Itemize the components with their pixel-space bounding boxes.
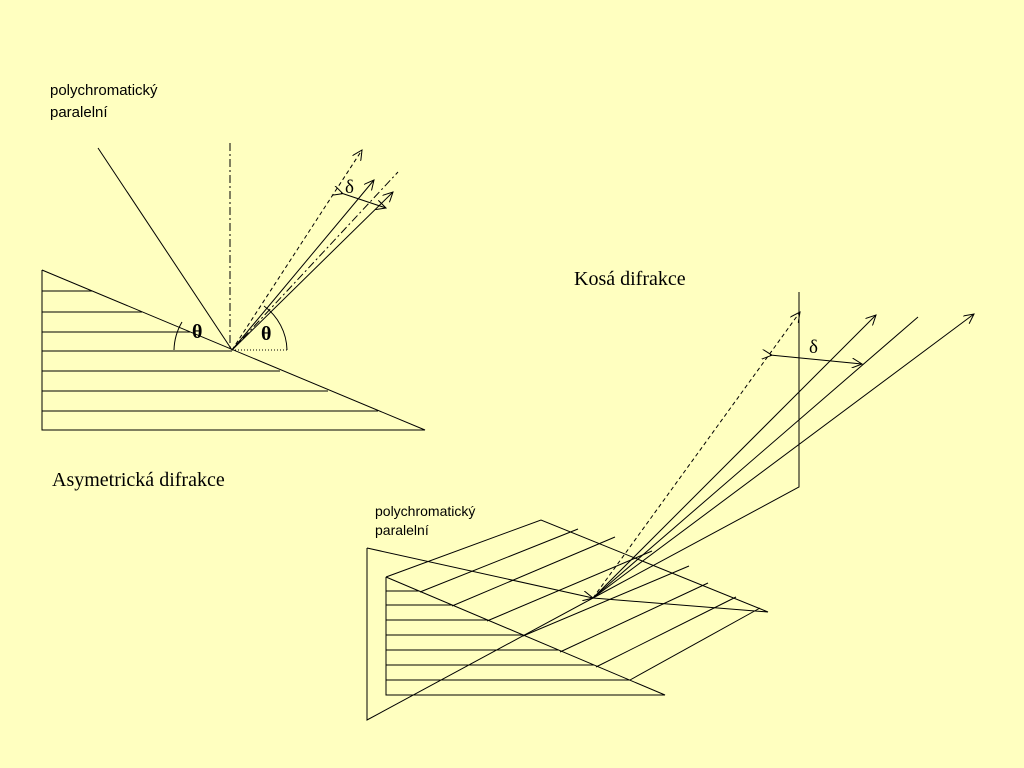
delta-arrow-left bbox=[341, 193, 386, 208]
beam-label-left-line1: polychromatický bbox=[50, 82, 158, 99]
title-oblique: Kosá difrakce bbox=[574, 268, 686, 290]
diffracted-beam-dashed bbox=[231, 150, 362, 351]
theta-symbol-right: θ bbox=[261, 323, 271, 345]
diffracted-beam-right-2 bbox=[592, 316, 919, 599]
left-figure bbox=[41, 143, 426, 431]
beam-label-left-line2: paralelní bbox=[50, 104, 108, 121]
lattice-planes-right bbox=[386, 590, 630, 681]
theta-symbol-left: θ bbox=[192, 321, 202, 343]
delta-symbol-right: δ bbox=[809, 337, 818, 358]
sheet-outline bbox=[366, 519, 769, 721]
right-figure bbox=[366, 292, 974, 721]
caption-asymmetric: Asymetrická difrakce bbox=[52, 469, 225, 491]
lattice-planes-left bbox=[42, 290, 378, 412]
theta-arc-right bbox=[263, 305, 288, 351]
diffracted-beam-right-3 bbox=[592, 314, 974, 599]
beam-label-right-line2: paralelní bbox=[375, 522, 429, 538]
incident-beam-left bbox=[97, 147, 233, 351]
crystal-left-outline bbox=[41, 269, 426, 431]
lattice-traces-sheet bbox=[419, 528, 761, 681]
delta-symbol-left: δ bbox=[345, 177, 354, 198]
beam-label-right-line1: polychromatický bbox=[375, 503, 475, 519]
theta-arc-left bbox=[173, 321, 183, 351]
delta-arrow-right bbox=[770, 355, 862, 364]
incident-beam-right bbox=[366, 547, 593, 598]
diffracted-beam-3 bbox=[231, 192, 393, 351]
crystal-right-outline bbox=[385, 576, 666, 696]
